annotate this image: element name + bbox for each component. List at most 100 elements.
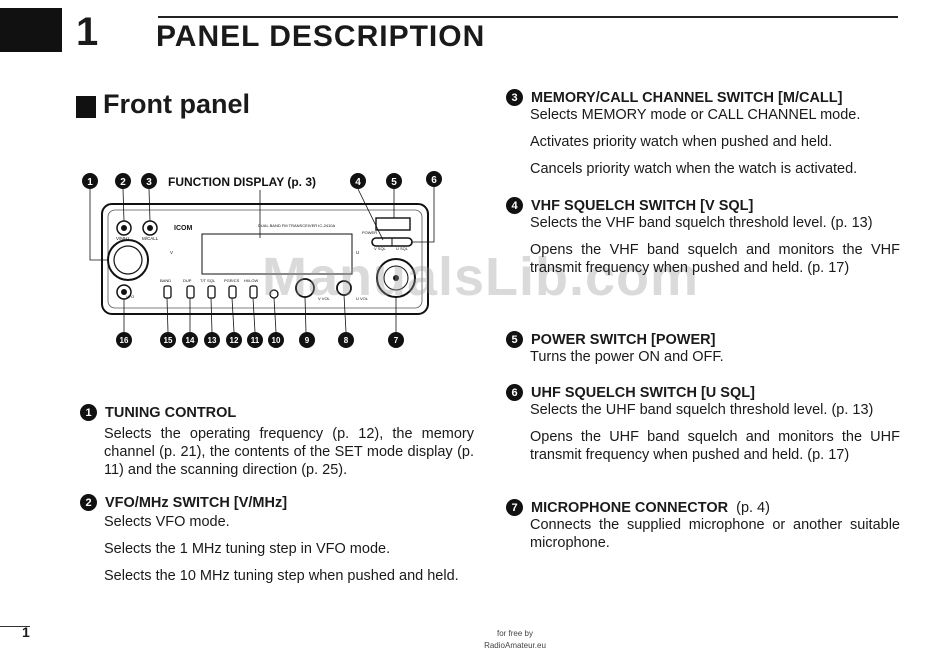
callout-8: [338, 332, 354, 348]
callout-10-label: 10: [272, 336, 281, 345]
item-title: MICROPHONE CONNECTOR: [531, 499, 729, 516]
watermark: ManualsLib.com: [262, 247, 700, 307]
label-hilow: HI/LOW: [244, 278, 258, 283]
callout-9: [299, 332, 315, 348]
item-description: Cancels priority watch when the watch is…: [530, 161, 858, 177]
item-description: Selects MEMORY mode or CALL CHANNEL mode…: [530, 107, 861, 123]
callout-6: [426, 171, 442, 187]
pgrcs-button: [228, 285, 237, 299]
item-memory-call-switch: 3 MEMORY/CALL CHANNEL SWITCH [M/CALL] Sel…: [506, 89, 900, 187]
callout-12: [226, 332, 242, 348]
section-title: Front panel: [103, 89, 250, 119]
callout-12-label: 12: [230, 336, 239, 345]
label-uvol: U VOL: [356, 296, 369, 301]
callout-4: [350, 173, 366, 189]
callout-5-label: 5: [391, 177, 397, 188]
page-number-rule: [0, 626, 30, 627]
callout-9-label: 9: [305, 336, 310, 345]
hilow-button: [249, 285, 258, 299]
item-description: Activates priority watch when pushed and…: [530, 134, 833, 150]
label-v: V: [170, 250, 173, 255]
label-dup: DUP: [183, 278, 192, 283]
item-number-badge: 6: [506, 384, 523, 401]
callout-3-label: 3: [146, 177, 152, 188]
item-number-badge: 4: [506, 197, 523, 214]
label-usql: U SQL: [396, 246, 409, 251]
item-number-badge: 5: [506, 331, 523, 348]
band-button: [163, 285, 172, 299]
callout-13: [204, 332, 220, 348]
chapter-title: PANEL DESCRIPTION: [156, 20, 486, 53]
label-model: DUAL BAND FM TRANSCEIVER IC-2410A: [258, 223, 335, 228]
label-vvol: V VOL: [318, 296, 331, 301]
chapter-rule: [158, 16, 898, 18]
item-title: UHF SQUELCH SWITCH [U SQL]: [531, 384, 755, 401]
callout-13-label: 13: [208, 336, 217, 345]
front-panel-illustration: 1 2 3 FUNCTION DISPLAY (p. 3) 4 5 6 V/MH…: [82, 171, 442, 348]
callout-11-label: 11: [251, 336, 260, 345]
callout-4-label: 4: [355, 177, 361, 188]
item-number-badge: 7: [506, 499, 523, 516]
function-display-window: [201, 233, 353, 275]
callout-14-label: 14: [186, 336, 195, 345]
section-marker-block: [76, 96, 96, 118]
item-description: Selects the operating frequency (p. 12),…: [104, 426, 474, 478]
function-display-label: FUNCTION DISPLAY (p. 3): [168, 175, 316, 189]
item-title: MEMORY/CALL CHANNEL SWITCH [M/CALL]: [531, 89, 843, 106]
item-title: VHF SQUELCH SWITCH [V SQL]: [531, 197, 754, 214]
item-uhf-squelch-switch: 6 UHF SQUELCH SWITCH [U SQL] Selects the …: [506, 384, 900, 473]
callout-15-label: 15: [164, 336, 173, 345]
label-pgrcs: PGR/CS: [224, 278, 240, 283]
callout-16: [116, 332, 132, 348]
callout-15: [160, 332, 176, 348]
label-vmhz: V/MHz: [116, 236, 130, 241]
footer-line-1: for free by: [496, 629, 533, 638]
label-band: BAND: [160, 278, 171, 283]
item-vhf-squelch-switch: 4 VHF SQUELCH SWITCH [V SQL] Selects the …: [506, 197, 900, 286]
item-description: Selects the 10 MHz tuning step when push…: [104, 568, 459, 584]
item-description: Opens the UHF band squelch and monitors …: [530, 429, 900, 463]
item-vfo-mhz-switch: 2 VFO/MHz SWITCH [V/MHz] Selects VFO mode…: [80, 494, 474, 594]
callout-1: [82, 173, 98, 189]
label-u: U: [356, 250, 359, 255]
callout-11: [247, 332, 263, 348]
item-tuning-control: 1 TUNING CONTROL Selects the operating fr…: [80, 404, 474, 488]
label-mcall: M/CALL: [142, 236, 159, 241]
item-power-switch: 5 POWER SWITCH [POWER] Turns the power ON…: [506, 331, 900, 375]
item-description: Selects VFO mode.: [104, 514, 230, 530]
label-power: POWER: [362, 230, 377, 235]
label-ttsql: T/T SQL: [200, 278, 216, 283]
item-title: POWER SWITCH [POWER]: [531, 331, 716, 348]
callout-10: [268, 332, 284, 348]
callout-8-label: 8: [344, 336, 349, 345]
label-vsql: V SQL: [374, 246, 387, 251]
dup-button: [186, 285, 195, 299]
item-number-badge: 1: [80, 404, 97, 421]
page-number: 1: [22, 624, 30, 640]
callout-14: [182, 332, 198, 348]
callout-2-label: 2: [120, 177, 126, 188]
callout-1-label: 1: [87, 177, 93, 188]
callout-7: [388, 332, 404, 348]
label-brand: ICOM: [174, 225, 192, 232]
power-switch: [375, 217, 411, 231]
item-description: Selects the UHF band squelch threshold l…: [530, 402, 874, 418]
item-number-badge: 3: [506, 89, 523, 106]
radio-panel-outline: [101, 203, 429, 315]
item-page-ref: (p. 4): [736, 499, 770, 516]
item-title: VFO/MHz SWITCH [V/MHz]: [105, 494, 288, 511]
callout-5: [386, 173, 402, 189]
front-panel-diagram: 1 2 3 FUNCTION DISPLAY (p. 3) 4 5 6 V/MH…: [78, 168, 450, 356]
ttsql-button: [207, 285, 216, 299]
item-number-badge: 2: [80, 494, 97, 511]
chapter-marker-block: [0, 8, 62, 52]
item-description: Turns the power ON and OFF.: [530, 349, 724, 365]
callout-6-label: 6: [431, 175, 437, 186]
callout-16-label: 16: [120, 336, 129, 345]
item-title: TUNING CONTROL: [105, 404, 237, 421]
item-description: Connects the supplied microphone or anot…: [530, 517, 900, 551]
callout-3: [141, 173, 157, 189]
callout-2: [115, 173, 131, 189]
item-description: Opens the VHF band squelch and monitors …: [530, 242, 900, 276]
item-description: Selects the VHF band squelch threshold l…: [530, 215, 873, 231]
